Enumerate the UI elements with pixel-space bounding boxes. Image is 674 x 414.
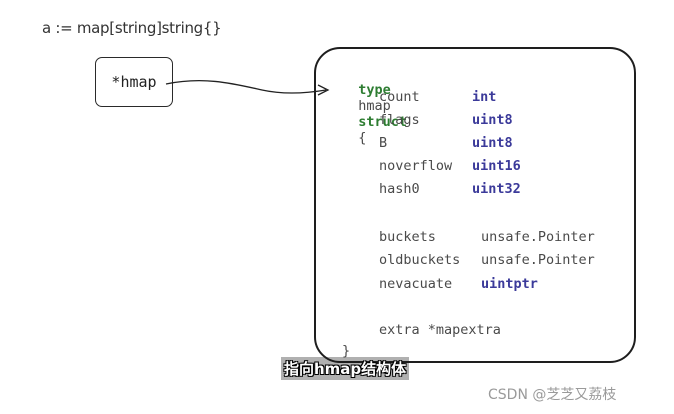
- field-name: buckets: [379, 229, 436, 245]
- field-row: count: [379, 89, 420, 105]
- struct-name: hmap: [358, 98, 391, 114]
- field-type: unsafe.Pointer: [481, 229, 595, 245]
- field-name: flags: [379, 112, 420, 128]
- field-type: uint8: [472, 112, 513, 128]
- field-name: noverflow: [379, 158, 453, 174]
- keyword-type: type: [358, 82, 391, 98]
- field-name: oldbuckets: [379, 252, 461, 268]
- pointer-label: *hmap: [111, 73, 157, 91]
- field-row: B: [379, 135, 387, 151]
- struct-header: type hmap struct {: [342, 66, 407, 146]
- field-row: noverflow: [379, 158, 452, 174]
- field-type: unsafe.Pointer: [481, 252, 595, 268]
- field-row: flags: [379, 112, 420, 128]
- extra-field: extra *mapextra: [379, 322, 501, 338]
- field-name: nevacuate: [379, 276, 453, 292]
- map-declaration: a := map[string]string{}: [42, 19, 222, 37]
- field-type: uint8: [472, 135, 513, 151]
- field-row: buckets: [379, 229, 436, 245]
- video-subtitle: 指向hmap结构体: [281, 357, 410, 380]
- field-row: hash0: [379, 181, 420, 197]
- brace-open: {: [358, 130, 367, 146]
- field-name: hash0: [379, 181, 420, 197]
- field-name: B: [379, 135, 388, 151]
- pointer-box: *hmap: [95, 57, 173, 107]
- hmap-struct-box: [314, 47, 636, 363]
- csdn-watermark: CSDN @芝芝又荔枝: [488, 387, 617, 403]
- field-type: uint16: [472, 158, 521, 174]
- keyword-struct: struct: [358, 114, 408, 130]
- field-row: oldbuckets: [379, 252, 460, 268]
- field-type: uint32: [472, 181, 521, 197]
- field-type: int: [472, 89, 497, 105]
- field-row: nevacuate: [379, 276, 452, 292]
- brace-close: }: [342, 343, 351, 359]
- field-name: count: [379, 89, 420, 105]
- field-type: uintptr: [481, 276, 538, 292]
